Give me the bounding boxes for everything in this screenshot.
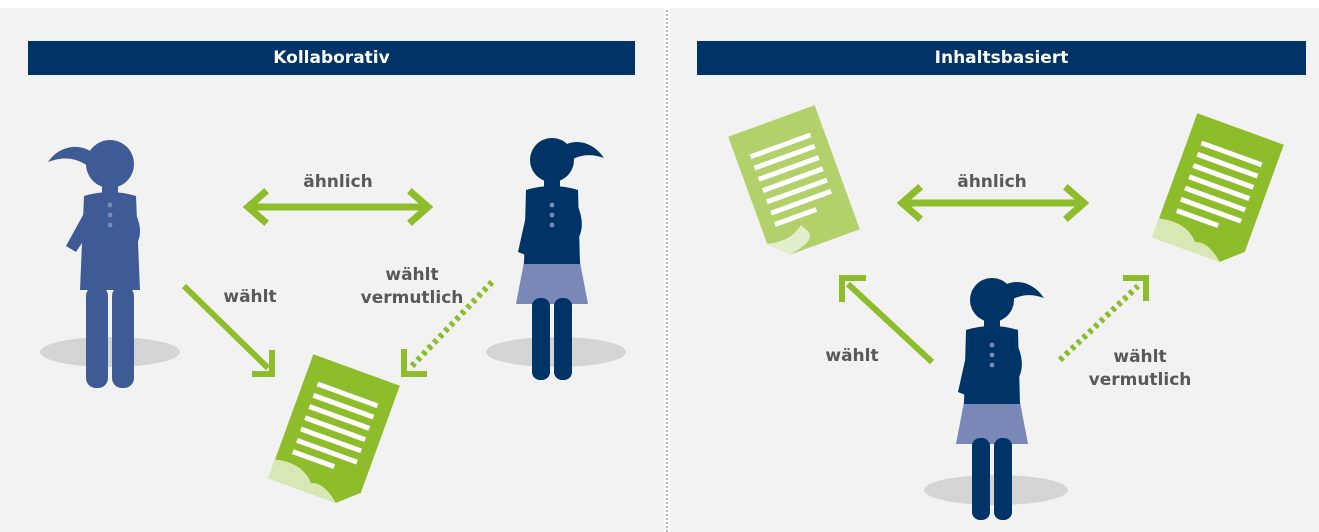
person-shadow <box>40 337 180 367</box>
likely-chooses-label-line1: wählt <box>385 265 439 285</box>
chooses-label: wählt <box>825 346 879 366</box>
document-icon <box>728 105 860 255</box>
chooses-arrow <box>839 275 935 365</box>
similar-label: ähnlich <box>957 172 1027 192</box>
collaborative-title: Kollaborativ <box>28 41 635 75</box>
likely-chooses-label-line2: vermutlich <box>360 288 464 308</box>
person-buttons <box>549 202 555 228</box>
document-icon <box>1152 113 1284 262</box>
content-based-title: Inhaltsbasiert <box>697 41 1306 75</box>
similar-arrow <box>896 184 1090 222</box>
likely-chooses-arrow <box>1057 275 1149 363</box>
likely-chooses-label-line1: wählt <box>1113 347 1167 367</box>
chooses-arrow <box>181 283 275 377</box>
chooses-label: wählt <box>223 287 277 307</box>
person-buttons <box>107 202 113 228</box>
similar-arrow <box>242 188 434 226</box>
panel-divider <box>666 10 668 532</box>
likely-chooses-arrow <box>401 279 495 377</box>
document-icon <box>268 354 400 503</box>
person-buttons <box>989 342 995 368</box>
likely-chooses-label-line2: vermutlich <box>1088 370 1192 390</box>
similar-label: ähnlich <box>303 172 373 192</box>
